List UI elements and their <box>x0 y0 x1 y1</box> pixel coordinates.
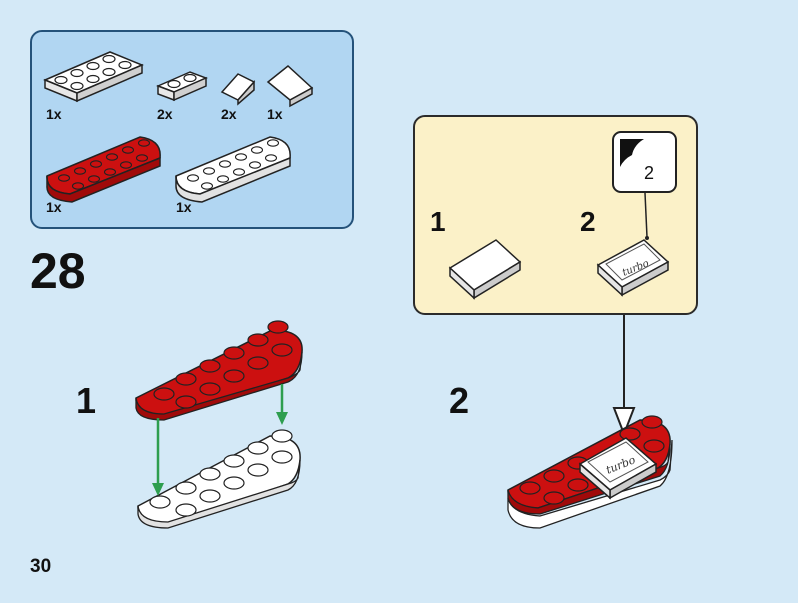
callout-arrow-icon <box>612 315 636 437</box>
qty-label: 1x <box>46 106 62 122</box>
white-plate-round-2x6-icon <box>175 136 291 203</box>
callout-stickered-slope-icon: turbo <box>596 239 670 297</box>
qty-label: 2x <box>157 106 173 122</box>
white-round-plate-icon <box>137 429 301 529</box>
white-plate-2x4-icon <box>43 51 144 103</box>
sticker-connector-line <box>644 192 648 238</box>
sticker-box: 2 <box>612 131 677 193</box>
qty-label: 1x <box>176 199 192 215</box>
sticker-number: 2 <box>644 163 655 183</box>
sub-step-1: 1 <box>76 380 97 421</box>
sticker-corner-icon <box>620 139 644 167</box>
callout-slope-brick-icon <box>448 239 522 300</box>
callout-step-1: 1 <box>430 206 446 237</box>
white-slope-1x1-icon <box>220 73 256 106</box>
qty-label: 1x <box>267 106 283 122</box>
white-slope-1x2-icon <box>266 65 314 108</box>
green-arrow-icon <box>152 384 288 496</box>
qty-label: 2x <box>221 106 237 122</box>
sub-step-2: 2 <box>449 380 470 421</box>
step-number: 28 <box>30 243 86 299</box>
page-number: 30 <box>30 556 52 577</box>
assembled-model-icon: turbo <box>507 415 673 529</box>
red-plate-round-2x6-icon <box>46 136 161 203</box>
qty-label: 1x <box>46 199 62 215</box>
red-round-plate-icon <box>135 320 303 421</box>
white-plate-1x2-icon <box>156 71 208 102</box>
callout-step-2: 2 <box>580 206 596 237</box>
